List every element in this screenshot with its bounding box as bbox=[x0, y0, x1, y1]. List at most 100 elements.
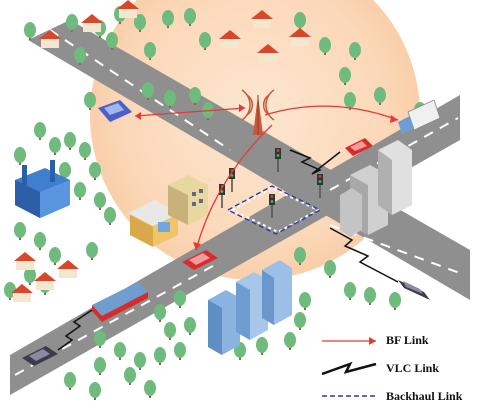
tree-icon bbox=[349, 42, 361, 60]
tree-icon bbox=[374, 87, 386, 105]
tree-icon bbox=[89, 162, 101, 180]
house-icon bbox=[57, 260, 79, 278]
car-icon bbox=[182, 250, 218, 270]
tree-icon bbox=[106, 32, 118, 50]
tree-icon bbox=[164, 322, 176, 340]
tree-icon bbox=[339, 67, 351, 85]
traffic-light-icon bbox=[229, 168, 235, 192]
tree-icon bbox=[144, 42, 156, 60]
car-icon bbox=[398, 280, 430, 300]
traffic-light-icon bbox=[275, 148, 281, 172]
tree-icon bbox=[164, 90, 176, 108]
bf-link-tower-car bbox=[134, 107, 246, 117]
tree-icon bbox=[79, 142, 91, 160]
tree-icon bbox=[202, 102, 214, 120]
skyscraper-cluster-bottom bbox=[208, 260, 292, 355]
house-icon bbox=[14, 252, 36, 270]
bf-link-tower-truck bbox=[264, 105, 399, 121]
house-icon bbox=[11, 284, 33, 302]
vlc-link-2 bbox=[329, 227, 399, 283]
legend-bf-label: BF Link bbox=[386, 333, 429, 347]
tree-icon bbox=[294, 12, 306, 30]
legend-vlc-label: VLC Link bbox=[386, 361, 440, 375]
tree-icon bbox=[49, 137, 61, 155]
tree-icon bbox=[94, 330, 106, 348]
tree-icon bbox=[199, 32, 211, 50]
tree-icon bbox=[294, 312, 306, 330]
traffic-light-icon bbox=[269, 194, 275, 218]
backhaul-links bbox=[226, 185, 322, 235]
tree-icon bbox=[142, 82, 154, 100]
bf-links bbox=[134, 104, 399, 251]
legend-backhaul-label: Backhaul Link bbox=[386, 389, 463, 403]
truck-icon bbox=[398, 99, 441, 134]
tree-icon bbox=[184, 317, 196, 335]
tree-icon bbox=[84, 92, 96, 110]
tree-icon bbox=[144, 380, 156, 398]
tree-icon bbox=[389, 292, 401, 310]
tree-icon bbox=[189, 87, 201, 105]
tree-icon bbox=[34, 122, 46, 140]
tree-icon bbox=[294, 247, 306, 265]
intersection-crosswalk bbox=[229, 186, 321, 234]
skyscraper-cluster-right bbox=[340, 140, 412, 237]
tree-icon bbox=[154, 304, 166, 322]
shop-icon bbox=[128, 200, 180, 247]
tree-icon bbox=[344, 282, 356, 300]
tree-icon bbox=[49, 247, 61, 265]
cell-tower-icon bbox=[241, 89, 275, 135]
tree-icon bbox=[174, 290, 186, 308]
house-icon bbox=[117, 0, 139, 18]
tree-icon bbox=[64, 372, 76, 390]
tree-icon bbox=[114, 342, 126, 360]
tree-icon bbox=[86, 242, 98, 260]
tree-icon bbox=[256, 337, 268, 355]
tree-icon bbox=[154, 347, 166, 365]
tree-icon bbox=[24, 22, 36, 40]
vlc-link-1 bbox=[289, 149, 341, 175]
house-icon bbox=[81, 14, 103, 32]
road-diagonal-sw-ne bbox=[10, 95, 460, 395]
tree-icon bbox=[162, 10, 174, 28]
tree-icon bbox=[284, 332, 296, 350]
vlc-link-3 bbox=[57, 309, 93, 351]
house-icon bbox=[257, 44, 279, 62]
tree-icon bbox=[74, 47, 86, 65]
house-icon bbox=[289, 28, 311, 46]
tree-icon bbox=[34, 232, 46, 250]
tree-icon bbox=[299, 292, 311, 310]
tree-icon bbox=[184, 8, 196, 26]
tree-icon bbox=[124, 367, 136, 385]
tree-icon bbox=[364, 287, 376, 305]
tree-icon bbox=[59, 162, 71, 180]
traffic-lights-group bbox=[219, 148, 323, 218]
tree-icon bbox=[94, 357, 106, 375]
tree-icon bbox=[24, 267, 36, 285]
factory-icon bbox=[15, 160, 70, 218]
tree-icon bbox=[324, 260, 336, 278]
tree-icon bbox=[174, 342, 186, 360]
legend bbox=[321, 337, 377, 397]
tree-icon bbox=[134, 352, 146, 370]
house-icon bbox=[34, 272, 56, 290]
house-icon bbox=[39, 30, 61, 48]
car-icon bbox=[345, 138, 373, 156]
tree-icon bbox=[66, 14, 78, 32]
tree-icon bbox=[104, 207, 116, 225]
office-building-icon bbox=[168, 175, 208, 225]
tree-icon bbox=[94, 192, 106, 210]
tree-icon bbox=[14, 147, 26, 165]
car-icon bbox=[98, 100, 132, 122]
tree-icon bbox=[89, 382, 101, 400]
bf-link-tower-redcar bbox=[195, 124, 273, 251]
car-icon bbox=[22, 346, 58, 366]
house-icon bbox=[219, 30, 241, 48]
houses-group bbox=[11, 0, 311, 302]
tree-icon bbox=[319, 37, 331, 55]
tree-icon bbox=[64, 132, 76, 150]
tree-icon bbox=[74, 182, 86, 200]
traffic-light-icon bbox=[317, 174, 323, 198]
bus-icon bbox=[92, 282, 148, 322]
house-icon bbox=[251, 10, 273, 28]
